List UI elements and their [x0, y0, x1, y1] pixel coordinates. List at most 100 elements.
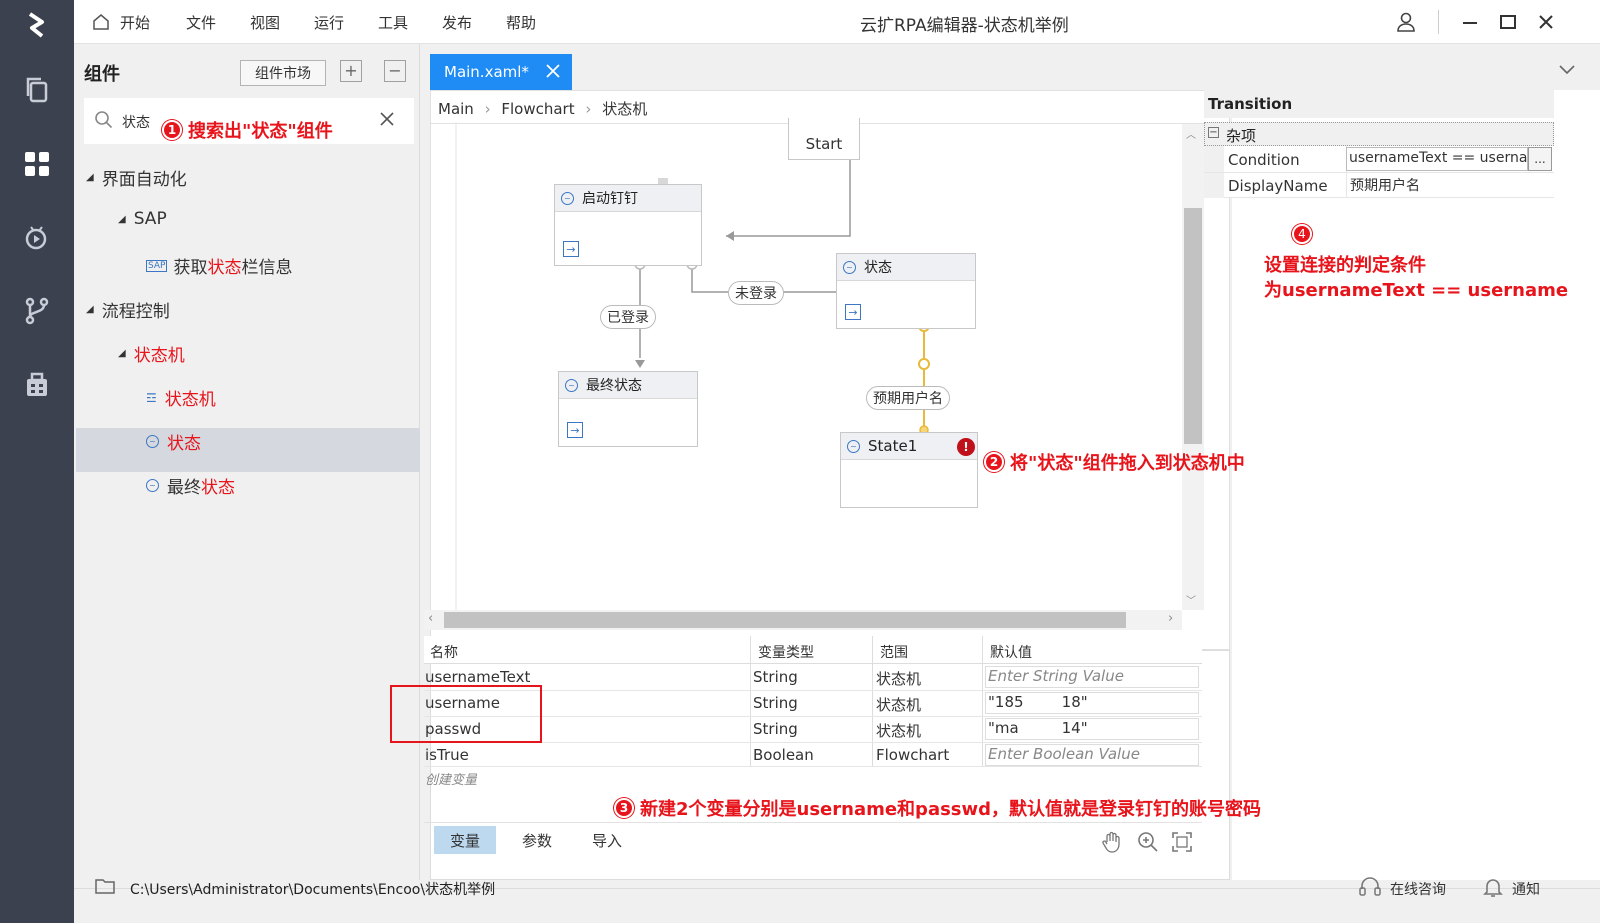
online-consult-link[interactable]: 在线咨询 [1390, 882, 1446, 898]
error-icon: ! [957, 438, 975, 456]
tree-item-label: 状态 [167, 434, 201, 454]
branch-icon[interactable] [18, 292, 56, 330]
maximize-button[interactable] [1494, 8, 1522, 36]
tab-main-xaml[interactable]: Main.xaml* [430, 54, 572, 90]
var-type[interactable]: String [753, 668, 798, 686]
horizontal-scrollbar-thumb[interactable] [444, 612, 1126, 628]
component-market-button[interactable]: 组件市场 [240, 60, 326, 86]
tab-variables[interactable]: 变量 [434, 826, 496, 854]
condition-editor-button[interactable]: ... [1528, 147, 1552, 171]
sap-icon: SAP [146, 259, 168, 272]
tab-arguments[interactable]: 参数 [521, 831, 552, 850]
menu-publish[interactable]: 发布 [442, 14, 473, 32]
bell-icon [1482, 876, 1504, 902]
node-title: 启动钉钉 [582, 191, 638, 207]
var-name[interactable]: usernameText [425, 668, 531, 686]
notifications-link[interactable]: 通知 [1512, 882, 1540, 898]
menu-file[interactable]: 文件 [186, 14, 217, 32]
var-type[interactable]: String [753, 694, 798, 712]
transition-label-not-logged[interactable]: 未登录 [728, 281, 784, 305]
tree-item-label-highlight: 状态 [201, 478, 235, 498]
tree-item-ui-automation[interactable]: ◢ 界面自动化 [86, 165, 187, 190]
condition-input[interactable]: usernameText == userna [1346, 147, 1528, 171]
menu-help[interactable]: 帮助 [506, 14, 537, 32]
var-name[interactable]: isTrue [425, 746, 469, 764]
collapse-all-icon[interactable]: − [384, 60, 406, 82]
start-node[interactable]: Start [788, 118, 860, 160]
minimize-button[interactable] [1456, 8, 1484, 36]
var-default-input[interactable]: "ma 14" [985, 718, 1199, 740]
tree-item-flow-control[interactable]: ◢ 流程控制 [86, 297, 170, 322]
breadcrumb-item[interactable]: Flowchart [501, 100, 575, 118]
clear-search-icon[interactable] [378, 110, 396, 132]
state-icon: ~ [843, 260, 856, 274]
var-scope[interactable]: 状态机 [876, 696, 922, 714]
tree-item-state[interactable]: ~ 状态 [146, 429, 201, 454]
breadcrumb-item[interactable]: 状态机 [602, 100, 648, 118]
scroll-left-icon[interactable]: ‹ [428, 611, 434, 626]
search-input[interactable] [84, 98, 414, 144]
var-scope[interactable]: 状态机 [876, 722, 922, 740]
transition-label-logged-in[interactable]: 已登录 [600, 305, 656, 329]
column-header-scope[interactable]: 范围 [880, 645, 908, 661]
tree-item-final-state[interactable]: ~ 最终状态 [146, 473, 235, 498]
var-scope[interactable]: 状态机 [876, 670, 922, 688]
debug-icon[interactable] [18, 218, 56, 256]
var-name[interactable]: passwd [425, 720, 482, 738]
var-default-input[interactable]: Enter String Value [985, 666, 1199, 688]
components-icon[interactable] [18, 145, 56, 183]
node-state[interactable]: ~状态 → [836, 253, 976, 329]
var-scope[interactable]: Flowchart [876, 746, 950, 764]
tab-dropdown-chevron-icon[interactable] [1558, 62, 1576, 80]
var-default-input[interactable]: "185 18" [985, 692, 1199, 714]
menu-home[interactable]: 开始 [120, 14, 151, 32]
vertical-scrollbar-thumb[interactable] [1184, 208, 1202, 444]
user-icon[interactable] [1392, 8, 1420, 36]
node-launch[interactable]: ~启动钉钉 → [554, 184, 702, 266]
create-variable[interactable]: 创建变量 [425, 773, 478, 788]
breadcrumb-separator-icon: › [484, 100, 491, 118]
zoom-in-icon[interactable] [1136, 830, 1160, 858]
node-state1[interactable]: ~State1 ! [840, 432, 978, 508]
var-default-input[interactable]: Enter Boolean Value [985, 744, 1199, 766]
var-name[interactable]: username [425, 694, 500, 712]
final-state-icon: ~ [565, 378, 578, 392]
column-header-default[interactable]: 默认值 [990, 645, 1032, 661]
close-button[interactable] [1532, 8, 1560, 36]
collapse-category-icon[interactable]: − [1208, 127, 1219, 138]
menu-view[interactable]: 视图 [250, 14, 281, 32]
fit-screen-icon[interactable] [1170, 830, 1194, 858]
tree-item-state-machine[interactable]: ☲ 状态机 [146, 385, 216, 410]
menu-tools[interactable]: 工具 [378, 14, 409, 32]
expand-all-icon[interactable]: + [340, 60, 362, 82]
documents-icon[interactable] [18, 70, 56, 108]
close-tab-icon[interactable] [544, 62, 562, 84]
node-final-state[interactable]: ~最终状态 → [558, 371, 698, 447]
column-header-name[interactable]: 名称 [430, 645, 458, 661]
tree-item-sap[interactable]: ◢ SAP [118, 209, 167, 229]
displayname-input[interactable]: 预期用户名 [1350, 178, 1420, 194]
scroll-right-icon[interactable]: › [1168, 611, 1174, 626]
menu-run[interactable]: 运行 [314, 14, 345, 32]
tree-item-label-pre: 最终 [167, 478, 201, 498]
tree-item-label-post: 栏信息 [241, 258, 293, 278]
scroll-down-icon[interactable]: ﹀ [1186, 596, 1196, 607]
tree-item-label-highlight: 状态 [207, 258, 242, 278]
tab-imports[interactable]: 导入 [591, 831, 622, 850]
tree-item-get-statusbar[interactable]: SAP 获取状态栏信息 [146, 253, 292, 278]
tree-item-label-pre: 获取 [173, 258, 208, 278]
final-state-icon: ~ [146, 479, 159, 492]
property-category[interactable] [1204, 122, 1554, 146]
tree-item-state-machine-group[interactable]: ◢ 状态机 [118, 341, 185, 366]
scroll-up-icon[interactable]: ︿ [1186, 130, 1196, 141]
column-header-type[interactable]: 变量类型 [758, 645, 814, 661]
var-type[interactable]: String [753, 720, 798, 738]
highlight-box [390, 685, 542, 743]
package-icon[interactable] [18, 366, 56, 404]
breadcrumb-item[interactable]: Main [438, 100, 474, 118]
properties-title: Transition [1208, 95, 1293, 113]
flowchart-canvas[interactable] [432, 122, 1212, 620]
var-type[interactable]: Boolean [753, 746, 814, 764]
transition-label-expected[interactable]: 预期用户名 [866, 386, 950, 410]
pan-hand-icon[interactable] [1100, 830, 1124, 858]
